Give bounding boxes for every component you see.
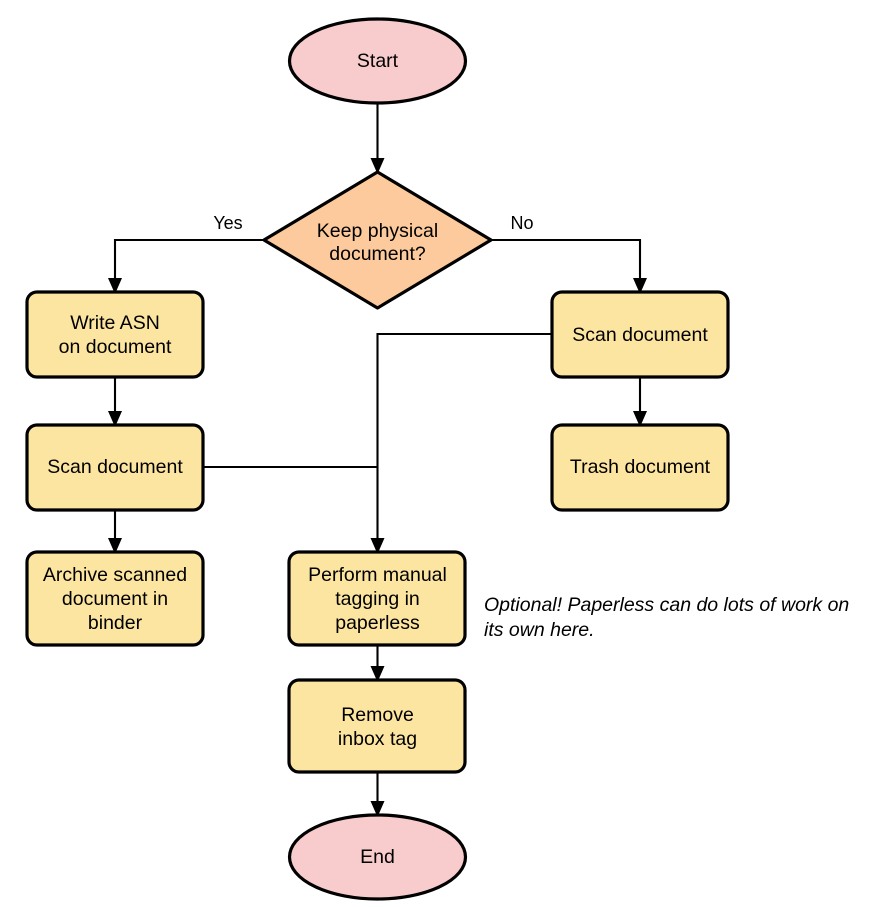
- node-trash-document[interactable]: Trash document: [550, 423, 730, 512]
- node-tagging-label-line2: tagging in: [335, 588, 420, 610]
- edge-scanright-to-trash: [633, 377, 647, 427]
- edge-start-to-decision: [370, 103, 385, 174]
- node-end-shape[interactable]: [287, 813, 468, 901]
- node-tagging-shape[interactable]: [287, 550, 467, 647]
- edge-label-no: No: [510, 213, 533, 233]
- arrowhead-icon: [633, 278, 647, 294]
- node-remove-inbox-tag-shape[interactable]: [287, 678, 467, 774]
- node-remove-inbox-tag[interactable]: Remove inbox tag: [287, 678, 467, 774]
- edge-removeinbox-to-end: [370, 772, 385, 817]
- node-scan-document-right[interactable]: Scan document: [550, 290, 730, 379]
- node-decision-label-line1: Keep physical: [317, 220, 438, 242]
- edge-label-yes: Yes: [213, 213, 242, 233]
- annotation-optional-note: Optional! Paperless can do lots of work …: [484, 594, 849, 641]
- node-end-label: End: [360, 846, 395, 868]
- arrowhead-icon: [370, 666, 385, 682]
- arrowhead-icon: [108, 411, 122, 427]
- node-archive-label-line1: Archive scanned: [43, 564, 187, 586]
- node-decision-keep-physical-document[interactable]: Keep physical document?: [262, 170, 493, 310]
- node-archive-label-line3: binder: [88, 612, 143, 634]
- node-write-asn-label-line1: Write ASN: [70, 312, 160, 334]
- node-archive-shape[interactable]: [25, 550, 205, 647]
- node-decision-shape[interactable]: [262, 170, 493, 310]
- node-start-label: Start: [357, 50, 399, 72]
- node-end[interactable]: End: [287, 813, 468, 901]
- edge-decision-yes: [108, 238, 263, 294]
- node-scan-document-right-shape[interactable]: [550, 290, 730, 379]
- edge-tagging-to-removeinbox: [370, 645, 385, 682]
- node-archive-label-line2: document in: [62, 588, 168, 610]
- node-start[interactable]: Start: [287, 17, 468, 105]
- annotation-optional-note-line2: its own here.: [484, 619, 595, 641]
- node-decision-label-line2: document?: [329, 243, 426, 265]
- node-scan-document-left-label: Scan document: [47, 456, 183, 478]
- arrowhead-icon: [633, 411, 647, 427]
- node-scan-document-left[interactable]: Scan document: [25, 423, 205, 512]
- arrowhead-icon: [370, 538, 385, 554]
- arrowhead-icon: [108, 538, 122, 554]
- arrowhead-icon: [108, 278, 122, 294]
- node-tagging-label-line3: paperless: [335, 612, 420, 634]
- node-write-asn[interactable]: Write ASN on document: [25, 290, 205, 379]
- node-tagging-label-line1: Perform manual: [308, 564, 447, 586]
- arrowhead-icon: [370, 158, 385, 174]
- node-remove-inbox-tag-label-line1: Remove: [341, 704, 414, 726]
- edge-writeasn-to-scanleft: [108, 377, 122, 427]
- node-trash-document-label: Trash document: [570, 456, 711, 478]
- edge-scanleft-to-archive: [108, 510, 122, 554]
- node-scan-document-right-label: Scan document: [572, 324, 708, 346]
- node-trash-document-shape[interactable]: [550, 423, 730, 512]
- node-perform-manual-tagging[interactable]: Perform manual tagging in paperless: [287, 550, 467, 647]
- edge-scanright-to-tagging: [370, 332, 552, 554]
- arrowhead-icon: [370, 801, 385, 817]
- node-remove-inbox-tag-label-line2: inbox tag: [338, 728, 417, 750]
- node-start-shape[interactable]: [287, 17, 468, 105]
- node-scan-document-left-shape[interactable]: [25, 423, 205, 512]
- node-archive-scanned-document[interactable]: Archive scanned document in binder: [25, 550, 205, 647]
- edge-decision-no: [491, 238, 647, 294]
- node-write-asn-label-line2: on document: [59, 336, 172, 358]
- annotation-optional-note-line1: Optional! Paperless can do lots of work …: [484, 594, 849, 616]
- node-write-asn-shape[interactable]: [25, 290, 205, 379]
